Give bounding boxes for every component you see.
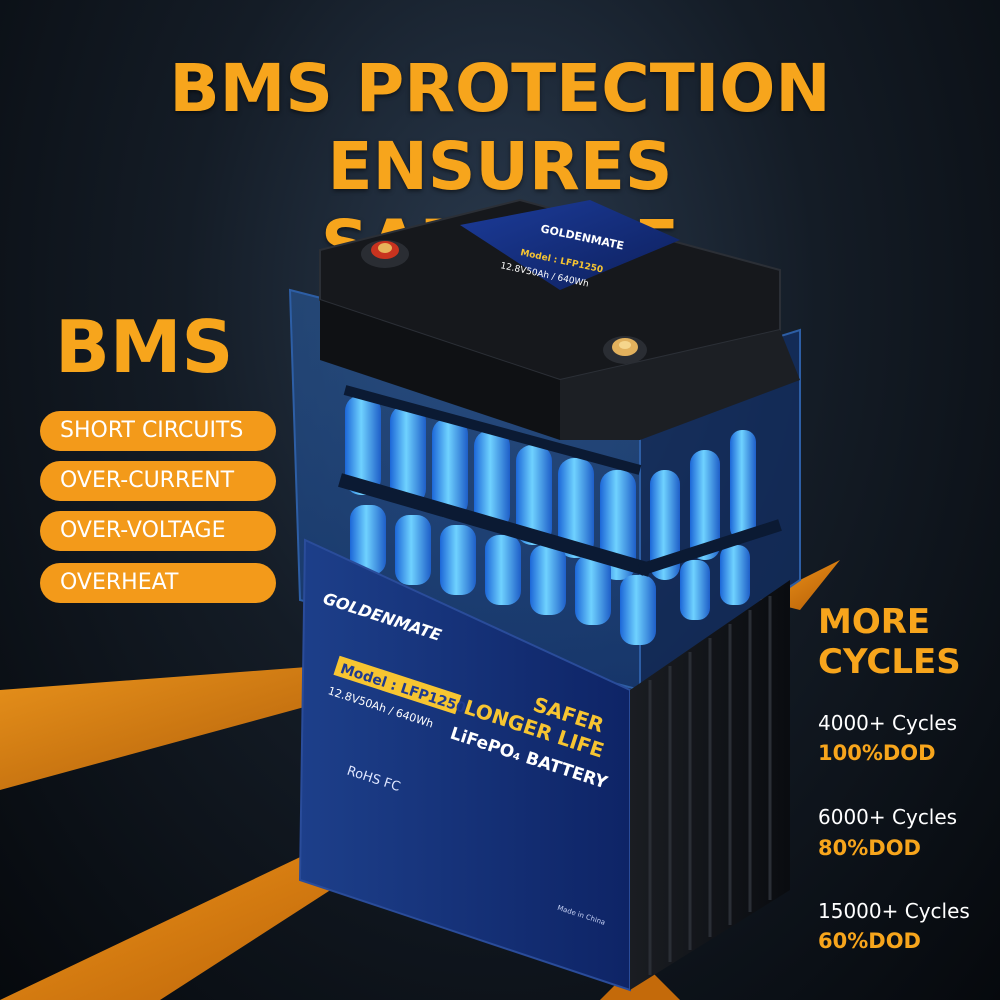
case-side-ribs	[648, 596, 772, 975]
headline-line-1: BMS PROTECTION ENSURES	[169, 50, 831, 205]
more-cycles-title: MORE CYCLES	[818, 602, 961, 682]
bms-title: BMS	[55, 305, 234, 389]
dod-item-1: 100%DOD	[818, 741, 936, 765]
feature-short-circuits: SHORT CIRCUITS	[40, 411, 276, 451]
feature-over-voltage: OVER-VOLTAGE	[40, 511, 276, 551]
positive-terminal	[361, 240, 409, 268]
top-label	[460, 200, 680, 290]
dod-item-2: 80%DOD	[818, 836, 921, 860]
more-cycles-line-2: CYCLES	[818, 642, 961, 682]
cycles-item-2: 6000+ Cycles	[818, 805, 958, 829]
more-cycles-line-1: MORE	[818, 602, 931, 642]
negative-terminal	[603, 336, 647, 364]
battery-cells	[338, 385, 782, 645]
dod-item-3: 60%DOD	[818, 929, 921, 953]
feature-overheat: OVERHEAT	[40, 563, 276, 603]
feature-over-current: OVER-CURRENT	[40, 461, 276, 501]
battery-lid-front	[320, 300, 560, 440]
battery-lid-side	[560, 330, 800, 440]
model-badge	[333, 655, 462, 715]
cycles-item-1: 4000+ Cycles	[818, 711, 958, 735]
cycles-item-3: 15000+ Cycles	[818, 899, 970, 923]
